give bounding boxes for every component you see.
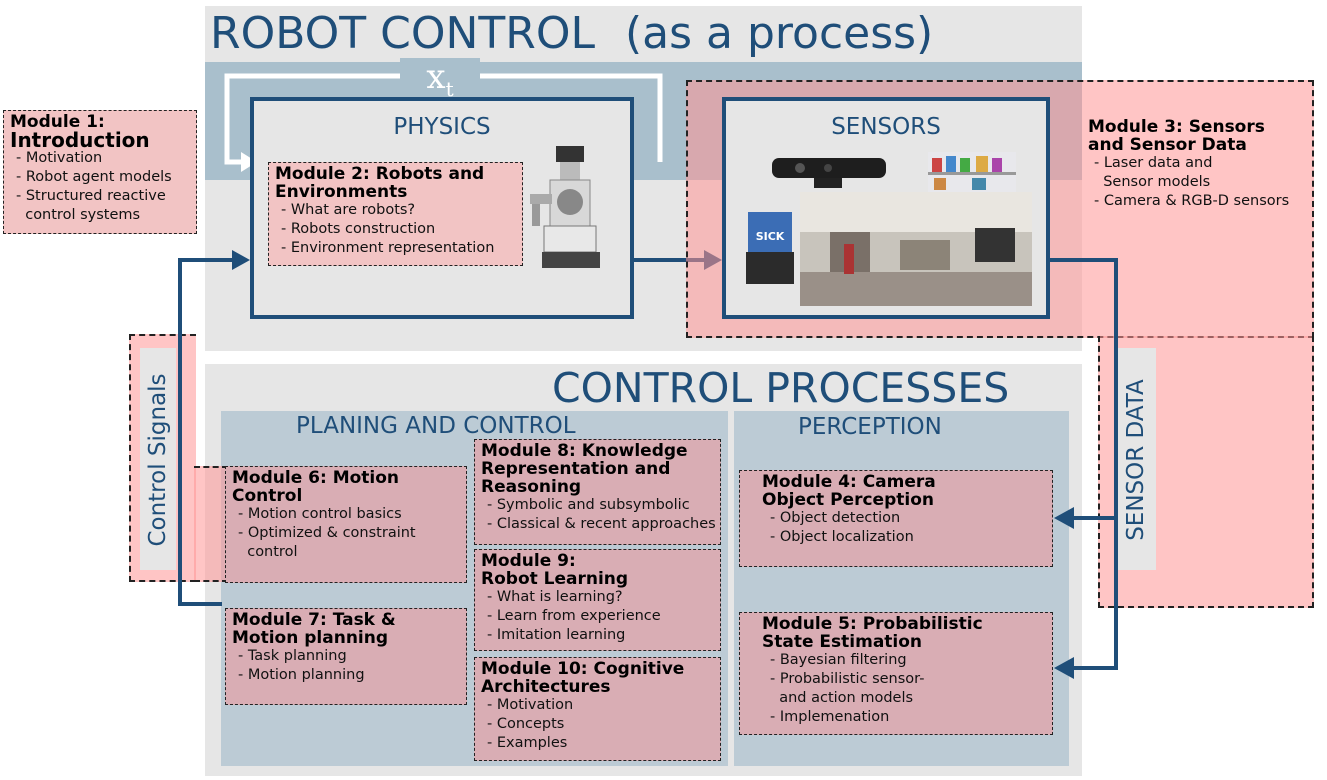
module-2-item: - Environment representation	[281, 240, 495, 256]
module-3-item: Sensor models	[1094, 174, 1211, 190]
module-1: Module 1:Introduction - Motivation - Rob…	[3, 110, 197, 234]
module-8-item: - Symbolic and subsymbolic	[487, 497, 690, 513]
module-5-item: - Implemenation	[770, 709, 890, 725]
control-signals-label: Control Signals	[145, 373, 171, 547]
control-signals-region-join	[194, 466, 228, 582]
lab-room-photo	[800, 192, 1032, 306]
module-1-title: Module 1:Introduction	[10, 112, 150, 152]
module-5-item: - Probabilistic sensor-	[770, 671, 925, 687]
module-5-item: - Bayesian filtering	[770, 652, 907, 668]
state-feedback-loop	[224, 73, 663, 172]
module-4-item: - Object localization	[770, 529, 914, 545]
module-7-title: Module 7: Task &Motion planning	[232, 610, 396, 648]
sick-laser-photo: SICK	[746, 212, 794, 284]
state-sub: t	[445, 76, 454, 101]
physics-title: PHYSICS	[393, 114, 491, 140]
module-8-item: - Classical & recent approaches	[487, 516, 716, 532]
robot-control-title-text: ROBOT CONTROL	[210, 8, 595, 59]
robot-photo	[530, 146, 600, 268]
state-variable-label: xt	[400, 57, 480, 101]
control-processes-title: CONTROL PROCESSES	[552, 364, 1010, 412]
kinect-sensor-photo	[772, 158, 886, 188]
sensor-data-label-bg	[1117, 348, 1156, 570]
robot-control-title: ROBOT CONTROL (as a process)	[210, 8, 933, 60]
module-1-item: control systems	[16, 207, 141, 223]
module-7-item: - Motion planning	[238, 667, 365, 683]
module-3-item: - Laser data and	[1094, 155, 1213, 171]
module-10-item: - Concepts	[487, 716, 565, 732]
module-6-item: - Motion control basics	[238, 506, 402, 522]
module-5-item: and action models	[770, 690, 914, 706]
module-7-item: - Task planning	[238, 648, 347, 664]
module-1-item: - Motivation	[16, 150, 103, 166]
sensor-data-arrows	[1050, 258, 1118, 679]
module-10-item: - Motivation	[487, 697, 574, 713]
module-3-item: - Camera & RGB-D sensors	[1094, 193, 1290, 209]
module-9-item: - Imitation learning	[487, 627, 626, 643]
state-var: x	[426, 57, 446, 97]
module-2-item: - Robots construction	[281, 221, 436, 237]
sensor-data-label: SENSOR DATA	[1123, 379, 1149, 541]
module-1-item: - Robot agent models	[16, 169, 172, 185]
module-4-item: - Object detection	[770, 510, 901, 526]
module-6-item: control	[238, 544, 298, 560]
module-9: Module 9:Robot Learning - What is learni…	[474, 549, 721, 651]
module-1-item: - Structured reactive	[16, 188, 166, 204]
sick-logo: SICK	[756, 230, 785, 243]
module-9-item: - What is learning?	[487, 589, 623, 605]
perception-title: PERCEPTION	[798, 414, 942, 440]
module-9-title: Module 9:Robot Learning	[481, 551, 629, 589]
module-10-item: - Examples	[487, 735, 568, 751]
control-signals-label-bg	[140, 348, 176, 570]
as-process-text: (as a process)	[624, 8, 934, 59]
control-signals-arrow	[178, 250, 250, 606]
module-9-item: - Learn from experience	[487, 608, 661, 624]
module-2-item: - What are robots?	[281, 202, 416, 218]
shelf-photo	[928, 152, 1016, 192]
sensors-title: SENSORS	[831, 114, 941, 140]
planing-control-title: PLANING AND CONTROL	[296, 413, 576, 439]
module-6-item: - Optimized & constraint	[238, 525, 416, 541]
module-7: Module 7: Task &Motion planning - Task p…	[225, 608, 467, 705]
